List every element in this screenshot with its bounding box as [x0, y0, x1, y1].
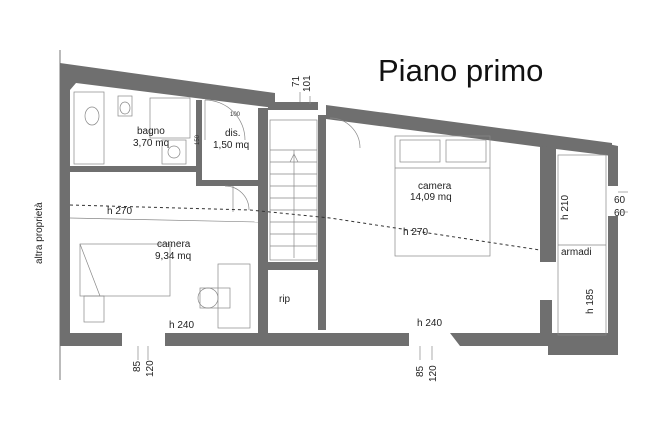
dimension-ticks [137, 92, 628, 360]
dimension-label: 71 [291, 75, 302, 87]
dimension-label: 120 [428, 365, 439, 382]
height-label: h 270 [107, 206, 132, 217]
room-label-rip: rip [279, 294, 291, 305]
dimension-label: 60 [614, 195, 626, 206]
room-area-camera-small: 9,34 mq [155, 251, 191, 262]
wardrobe [557, 154, 607, 336]
height-label: h 240 [417, 318, 442, 329]
dimension-label: 85 [415, 365, 426, 377]
exterior-walls [60, 63, 618, 355]
dimension-label: 101 [302, 75, 313, 92]
room-label-bagno: bagno [137, 126, 165, 137]
room-label-dis: dis. [225, 128, 241, 139]
height-label: h 270 [403, 227, 428, 238]
double-bed [394, 135, 491, 257]
room-label-camera-large: camera [418, 181, 452, 192]
staircase [269, 119, 318, 261]
room-area-camera-large: 14,09 mq [410, 192, 452, 203]
dimension-label: 85 [132, 360, 143, 372]
dimension-label: 60 [614, 208, 626, 219]
dimension-label: 100 [230, 112, 241, 118]
height-label: h 185 [585, 289, 596, 314]
room-label-armadi: armadi [561, 247, 592, 258]
door-swings [204, 99, 361, 212]
room-area-bagno: 3,70 mq [133, 138, 169, 149]
section-line [69, 204, 541, 251]
single-bed [79, 243, 171, 323]
room-area-dis: 1,50 mq [213, 140, 249, 151]
dimension-label: 120 [145, 360, 156, 377]
plan-title: Piano primo [378, 53, 543, 88]
bathroom-fixtures [73, 91, 191, 165]
height-label: h 240 [169, 320, 194, 331]
height-label: h 210 [560, 195, 571, 220]
neighbor-property-label: altra proprietà [34, 202, 45, 264]
dimension-label: 150 [195, 134, 201, 145]
interior-walls [70, 100, 326, 333]
ceiling-line [69, 217, 259, 223]
room-label-camera-small: camera [157, 239, 191, 250]
desk-and-chair [197, 263, 251, 329]
